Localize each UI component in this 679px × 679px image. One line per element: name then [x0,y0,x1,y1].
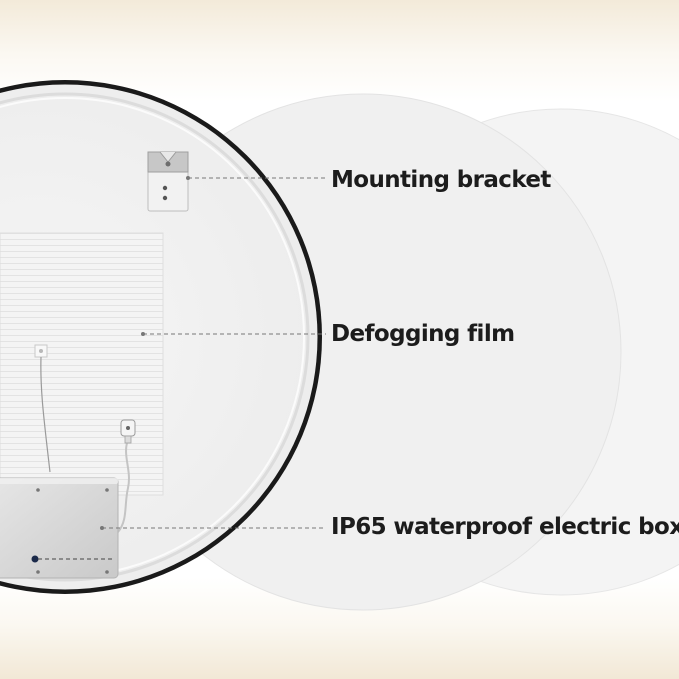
mounting-bracket [147,151,189,212]
label-defogging-film: Defogging film [331,321,515,347]
label-electric-box: IP65 waterproof electric box [331,514,679,540]
label-mounting-bracket: Mounting bracket [331,167,551,193]
defogging-film [0,232,164,496]
electric-box [0,477,119,579]
leader-dot-bracket [186,176,190,180]
leader-dot-film [141,332,145,336]
mirror-inner-ring [0,92,310,582]
leader-dot-box [100,526,104,530]
power-plug [117,419,136,533]
leader-lines [38,177,326,560]
